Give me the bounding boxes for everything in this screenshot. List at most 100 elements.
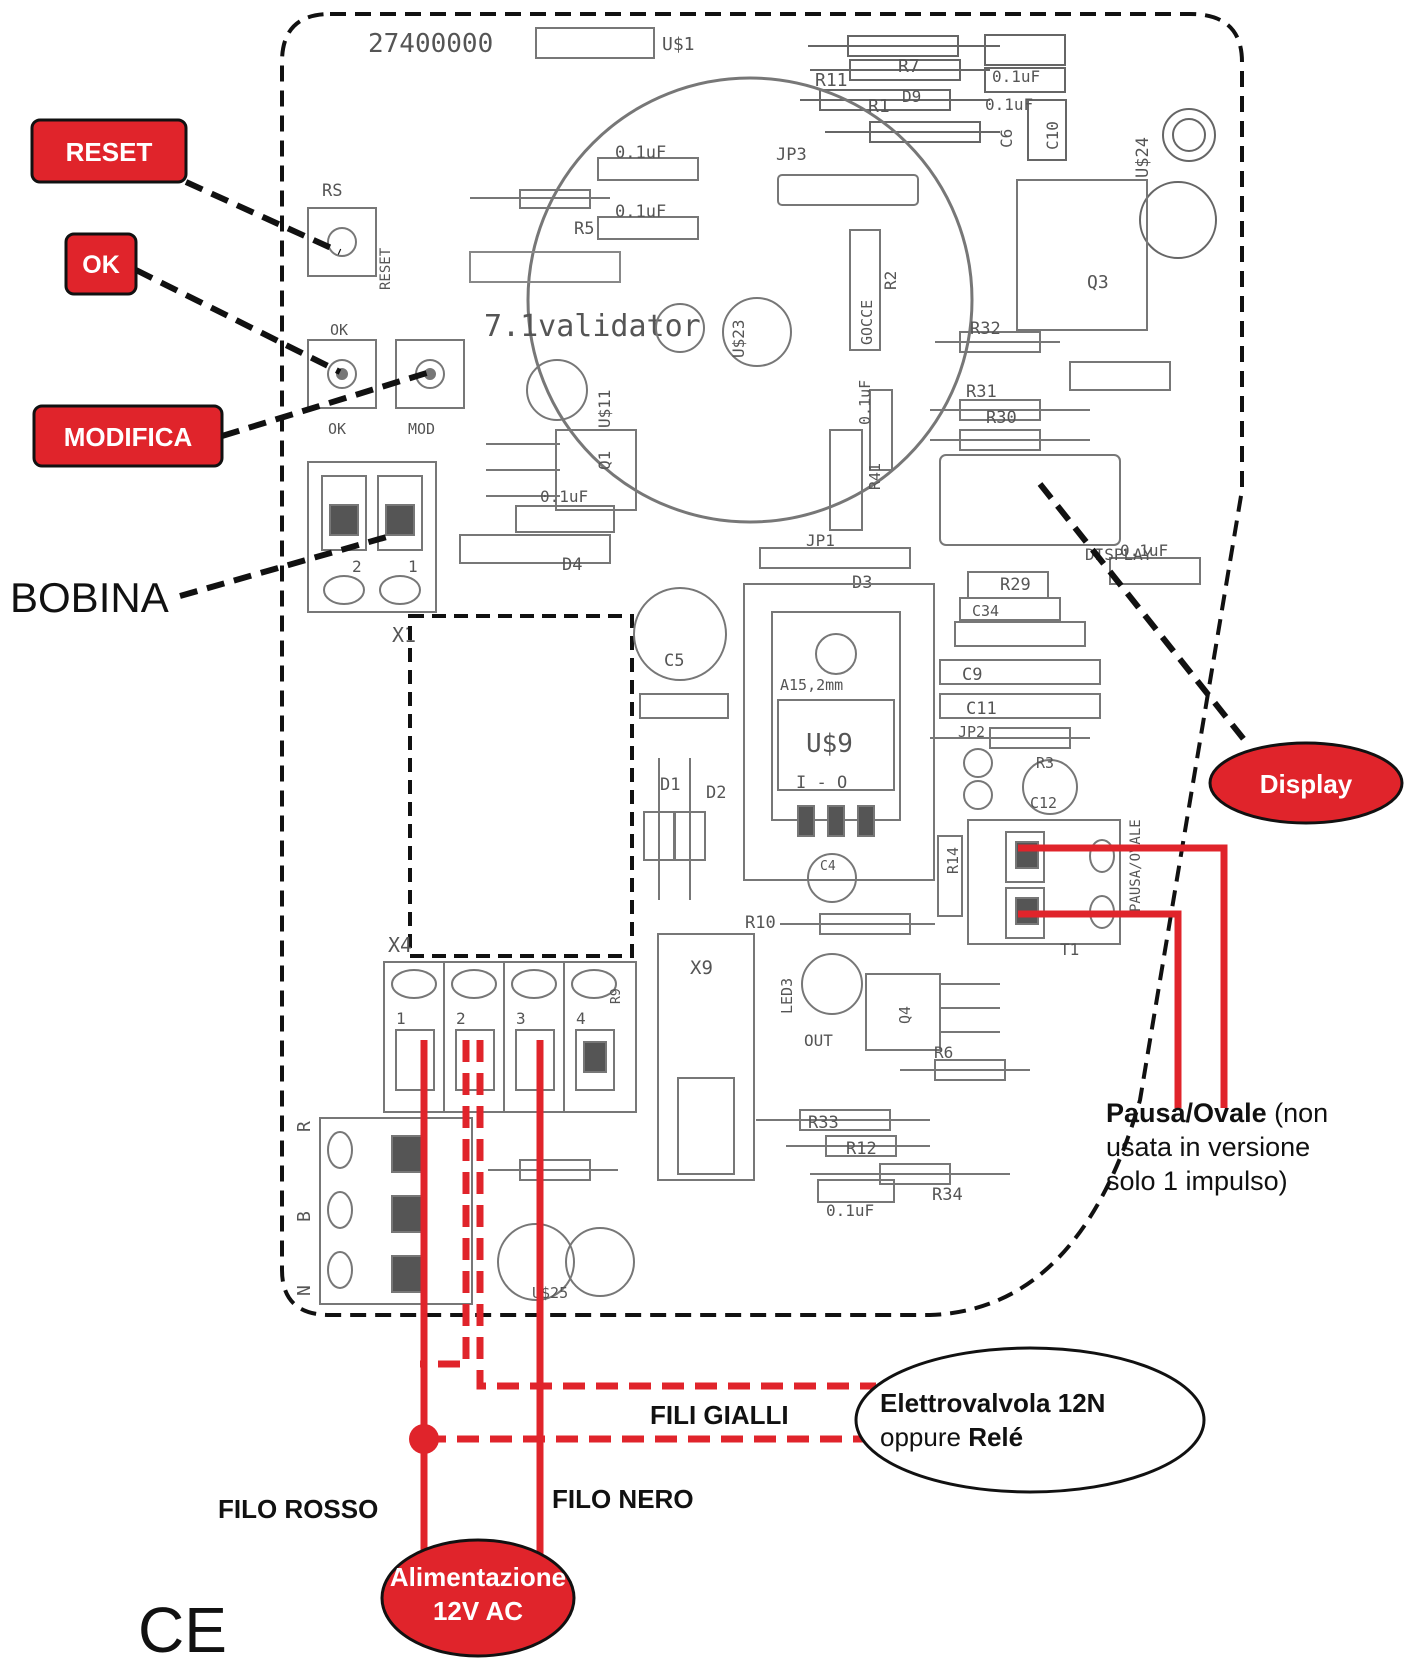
- label-t1: T1: [1060, 940, 1079, 959]
- label-c11: C11: [966, 699, 997, 719]
- label-r32: R32: [970, 319, 1001, 339]
- board-outline: [280, 12, 1244, 1317]
- filo-rosso-label: FILO ROSSO: [218, 1494, 378, 1524]
- label-validator: 7.1validator: [484, 309, 701, 344]
- label-us1: U$1: [662, 34, 695, 55]
- label-r1: R1: [868, 96, 890, 117]
- label-pausa-silk: PAUSA/OVALE: [1128, 819, 1144, 912]
- label-heatsink: A15,2mm: [780, 676, 843, 694]
- c5-capacitor: [633, 587, 727, 681]
- label-jp1: JP1: [806, 531, 835, 550]
- c4-capacitor: [807, 853, 857, 903]
- label-d9: D9: [902, 87, 921, 106]
- label-pin-r: R: [294, 1121, 315, 1132]
- label-r6: R6: [934, 1043, 953, 1062]
- display-label: Display: [1260, 769, 1353, 799]
- label-jp3: JP3: [776, 145, 807, 165]
- x1-terminal: [307, 461, 437, 613]
- pausa-terminal: [937, 819, 1121, 945]
- pausa-note-line1: Pausa/Ovale (non: [1106, 1098, 1328, 1128]
- label-cap-top2: 0.1uF: [985, 95, 1033, 114]
- leader-lines: [134, 179, 1249, 744]
- label-pin-b: B: [294, 1211, 315, 1222]
- label-c12: C12: [1030, 794, 1057, 812]
- label-d1: D1: [660, 775, 680, 795]
- red-wires: [420, 844, 1228, 1560]
- label-c34: C34: [972, 602, 999, 620]
- label-r41: R41: [866, 463, 884, 490]
- label-d4: D4: [562, 555, 582, 575]
- label-r3: R3: [1036, 754, 1054, 772]
- pausa-note-line2: usata in versione: [1106, 1132, 1310, 1162]
- label-cap-f: 0.1uF: [826, 1201, 874, 1220]
- label-x4: X4: [388, 933, 412, 957]
- reset-label: RESET: [66, 137, 153, 167]
- ce-mark: CE: [138, 1594, 227, 1658]
- ok-badge: OK: [64, 232, 138, 296]
- label-c9: C9: [962, 665, 982, 685]
- label-r9: R9: [609, 988, 624, 1004]
- label-r30: R30: [986, 408, 1017, 428]
- label-r14: R14: [944, 847, 962, 874]
- label-r11: R11: [815, 70, 848, 91]
- label-pin-n: N: [294, 1285, 315, 1296]
- label-cap-d: 0.1uF: [540, 487, 588, 506]
- lower-mid-parts: [488, 913, 1030, 1301]
- label-ok-silk-top: OK: [330, 321, 348, 339]
- top-right-resistors: [800, 34, 1217, 259]
- label-c4: C4: [820, 859, 836, 874]
- reset-badge: RESET: [30, 118, 188, 184]
- label-cap-top1: 0.1uF: [992, 67, 1040, 86]
- label-r12: R12: [846, 1139, 877, 1159]
- module-box: [408, 614, 634, 958]
- label-gocce: GOCCE: [858, 300, 876, 345]
- label-cap-a: 0.1uF: [615, 143, 666, 163]
- alimentazione-badge: Alimentazione 12V AC: [380, 1538, 576, 1658]
- label-q3: Q3: [1087, 272, 1109, 293]
- label-c5: C5: [664, 651, 684, 671]
- label-r31: R31: [966, 382, 997, 402]
- label-ok-silk: OK: [328, 420, 346, 438]
- wire-junction: [409, 1424, 439, 1454]
- filo-nero-label: FILO NERO: [552, 1484, 694, 1514]
- label-us11: U$11: [595, 389, 614, 428]
- regulator: [743, 583, 935, 881]
- label-x4-pin4: 4: [576, 1009, 586, 1028]
- label-pin2-x1: 2: [352, 557, 362, 576]
- label-c10: C10: [1043, 121, 1062, 150]
- label-io: I - O: [796, 773, 847, 793]
- label-r2: R2: [881, 271, 900, 290]
- diodes-d1-d2: [643, 758, 706, 900]
- label-box: [535, 27, 655, 59]
- alim-line1: Alimentazione: [390, 1562, 566, 1592]
- label-r10: R10: [745, 913, 776, 933]
- label-us9: U$9: [806, 729, 853, 759]
- yellow-wire-dashed: [420, 1040, 880, 1443]
- label-r5: R5: [574, 219, 594, 239]
- board-code: 27400000: [368, 29, 493, 59]
- buzzer-circle: [526, 76, 974, 524]
- label-c6: C6: [997, 129, 1016, 148]
- q3-block: [1016, 179, 1148, 331]
- label-x9: X9: [690, 957, 713, 979]
- label-q1: Q1: [595, 451, 614, 470]
- x4-terminal: [383, 961, 637, 1113]
- rbn-terminal: [319, 1117, 473, 1305]
- display-badge: Display: [1208, 741, 1404, 825]
- label-x4-pin2: 2: [456, 1009, 466, 1028]
- label-mod-silk: MOD: [408, 420, 435, 438]
- label-rs: RS: [322, 181, 342, 201]
- label-led3: LED3: [778, 978, 796, 1014]
- cap-small: [639, 693, 729, 719]
- ok-label: OK: [82, 251, 120, 279]
- pausa-note-line3: solo 1 impulso): [1106, 1166, 1288, 1196]
- elettro-line1: Elettrovalvola 12N: [880, 1388, 1105, 1418]
- label-q4: Q4: [896, 1006, 914, 1024]
- label-cap-c: 0.1uF: [856, 380, 874, 425]
- elettro-line2: oppure Relé: [880, 1422, 1023, 1452]
- label-x4-pin3: 3: [516, 1009, 526, 1028]
- label-reset-silk: RESET: [378, 247, 394, 290]
- label-x4-pin1: 1: [396, 1009, 406, 1028]
- label-cap-b: 0.1uF: [615, 202, 666, 222]
